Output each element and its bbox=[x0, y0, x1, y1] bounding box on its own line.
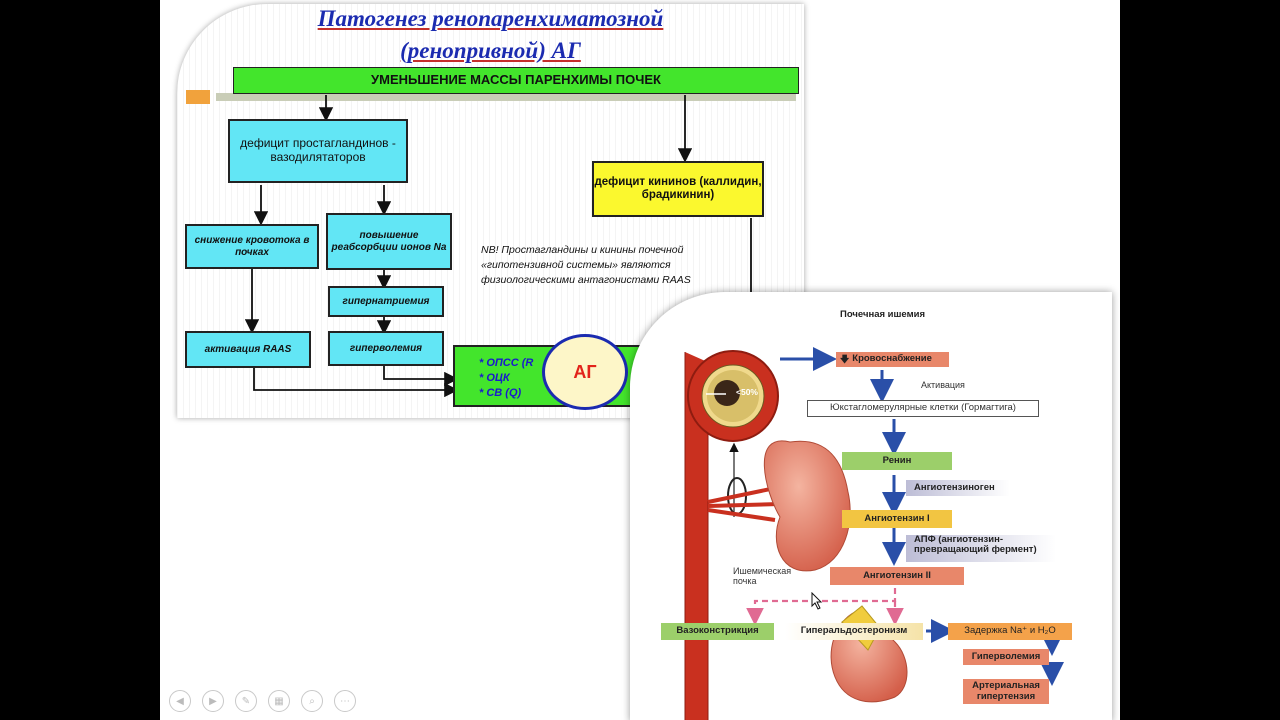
ace-label-line2: превращающий фермент) bbox=[914, 544, 1037, 556]
result-item-output: * СВ (Q) bbox=[479, 387, 522, 399]
blood-supply-box: 🡇 Кровоснабжение bbox=[836, 352, 949, 367]
nb-note: NB! Простагландины и кинины почечной «ги… bbox=[481, 244, 691, 287]
result-item-volume: * ОЦК bbox=[479, 372, 510, 384]
next-icon[interactable]: ▶ bbox=[202, 690, 224, 712]
hypervolemia-result-box: Гиперволемия bbox=[963, 649, 1049, 665]
renin-box: Ренин bbox=[842, 452, 952, 470]
blood-flow-decrease-box: снижение кровотока в почках bbox=[185, 224, 319, 269]
hypertension-circle: АГ bbox=[542, 334, 628, 410]
ischemic-kidney-label: Ишемическая почка bbox=[733, 566, 791, 587]
raas-activation-box: активация RAAS bbox=[185, 331, 311, 368]
parenchyma-reduction-banner: УМЕНЬШЕНИЕ МАССЫ ПАРЕНХИМЫ ПОЧЕК bbox=[233, 67, 799, 94]
mouse-cursor-icon bbox=[811, 592, 823, 610]
more-icon[interactable]: ⋯ bbox=[334, 690, 356, 712]
prev-icon[interactable]: ◀ bbox=[169, 690, 191, 712]
zoom-icon[interactable]: ⌕ bbox=[301, 690, 323, 712]
angiotensin-i-box: Ангиотензин I bbox=[842, 510, 952, 528]
hyperaldosteronism-box: Гиперальдостеронизм bbox=[785, 623, 923, 640]
down-arrow-icon: 🡇 bbox=[840, 353, 850, 364]
hypertension-line1: Артериальная bbox=[972, 680, 1040, 692]
sodium-water-retention-box: Задержка Na⁺ и H₂O bbox=[948, 623, 1072, 640]
pen-icon[interactable]: ✎ bbox=[235, 690, 257, 712]
gray-strip bbox=[216, 93, 796, 101]
activation-label: Активация bbox=[921, 380, 965, 390]
diagram-title-line2: (ренопривной) АГ bbox=[400, 38, 581, 63]
ace-box: АПФ (ангиотензин- превращающий фермент) bbox=[906, 534, 1056, 562]
diagram-title-line1: Патогенез ренопаренхиматозной bbox=[317, 6, 664, 31]
result-item-resistance: * ОПСС (R bbox=[479, 357, 534, 369]
jg-cells-box: Юкстагломерулярные клетки (Гормагтига) bbox=[807, 400, 1039, 417]
angiotensinogen-box: Ангиотензиноген bbox=[906, 480, 1010, 496]
orange-marker bbox=[186, 90, 210, 104]
flow-arrows bbox=[244, 95, 752, 398]
slides-icon[interactable]: ▦ bbox=[268, 690, 290, 712]
prostaglandin-deficit-box: дефицит простагландинов - вазодилятаторо… bbox=[228, 119, 408, 183]
angiotensin-ii-box: Ангиотензин II bbox=[830, 567, 964, 585]
arterial-hypertension-box: Артериальная гипертензия bbox=[963, 679, 1049, 704]
blood-supply-label: Кровоснабжение bbox=[852, 353, 932, 365]
ischemic-kidney-line1: Ишемическая bbox=[733, 566, 792, 576]
renal-ischemia-figure-panel: Почечная ишемия bbox=[630, 292, 1112, 720]
figure-title: Почечная ишемия bbox=[840, 309, 926, 320]
hypervolemia-box: гиперволемия bbox=[328, 331, 444, 366]
kinin-deficit-box: дефицит кининов (каллидин, брадикинин) bbox=[592, 161, 764, 217]
slide: Патогенез ренопаренхиматозной (ренопривн… bbox=[160, 0, 1120, 720]
ischemic-kidney-line2: почка bbox=[733, 576, 757, 587]
pathogenesis-diagram-panel: Патогенез ренопаренхиматозной (ренопривн… bbox=[177, 4, 804, 418]
ace-label-line1: АПФ (ангиотензин- bbox=[914, 534, 1003, 545]
hypertension-line2: гипертензия bbox=[976, 690, 1036, 702]
hypernatremia-box: гипернатриемия bbox=[328, 286, 444, 317]
stenosis-percent: <50% bbox=[736, 387, 758, 397]
sodium-reabsorption-box: повышение реабсорбции ионов Na bbox=[326, 213, 452, 270]
vasoconstriction-box: Вазоконстрикция bbox=[661, 623, 774, 640]
